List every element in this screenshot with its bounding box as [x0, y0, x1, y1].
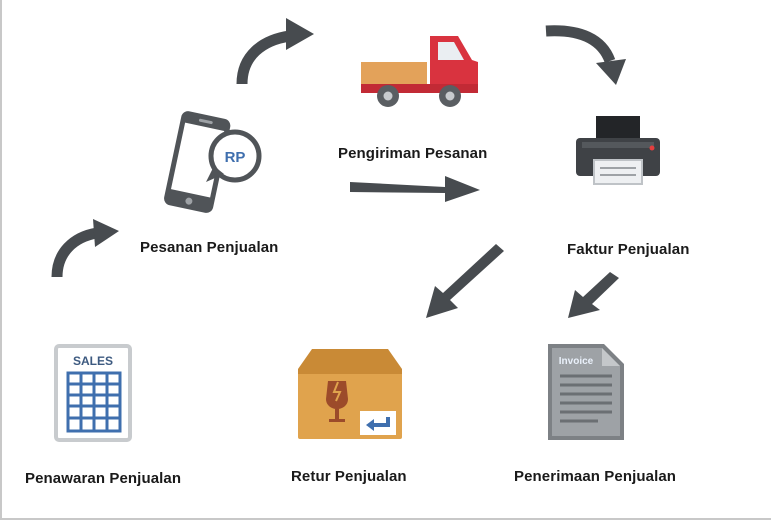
- curved-arrow-order-to-delivery: [236, 18, 314, 85]
- curved-arrow-delivery-to-invoice: [545, 25, 626, 85]
- currency-label: RP: [225, 149, 246, 166]
- node-label-return: Retur Penjualan: [291, 468, 407, 485]
- diagonal-arrow-to-return: [426, 244, 504, 318]
- sales-sheet-title: SALES: [73, 354, 113, 368]
- return-box-icon: [298, 349, 402, 439]
- curved-arrow-offer-to-order: [51, 219, 119, 278]
- invoice-document-icon: Invoice: [548, 344, 624, 440]
- node-label-sales-order: Pesanan Penjualan: [140, 239, 279, 256]
- sales-sheet-icon: SALES: [54, 344, 132, 442]
- truck-icon: [361, 36, 478, 107]
- diagonal-arrow-to-receipt: [568, 272, 619, 318]
- invoice-doc-title: Invoice: [559, 356, 594, 367]
- printer-icon: [576, 116, 660, 185]
- node-label-receipt: Penerimaan Penjualan: [514, 468, 677, 485]
- node-label-invoice: Faktur Penjualan: [567, 241, 690, 258]
- node-label-delivery: Pengiriman Pesanan: [338, 145, 488, 162]
- node-label-sales-offer: Penawaran Penjualan: [25, 470, 182, 487]
- phone-rp-icon: RP: [164, 111, 262, 213]
- straight-arrow-to-delivery: [350, 176, 480, 202]
